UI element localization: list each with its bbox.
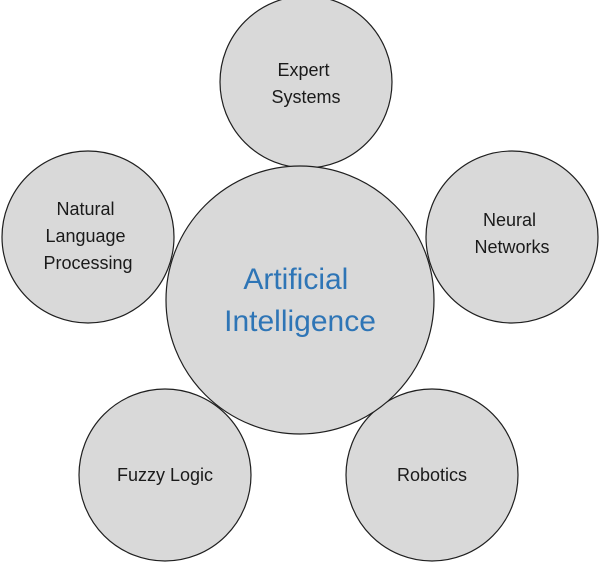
node-circle — [1, 150, 175, 324]
node-fuzzy-logic: Fuzzy Logic — [78, 388, 252, 562]
center-circle — [165, 165, 435, 435]
node-circle — [78, 388, 252, 562]
node-label-line: Fuzzy Logic — [117, 465, 213, 485]
center-label-line: Intelligence — [224, 305, 376, 338]
center-label: Artificial Intelligence — [224, 263, 376, 338]
node-label: Fuzzy Logic — [117, 465, 213, 485]
node-label-line: Neural — [483, 210, 536, 230]
node-circle — [425, 150, 599, 324]
node-expert-systems: Expert Systems — [219, 0, 393, 169]
node-robotics: Robotics — [345, 388, 519, 562]
center-label-line: Artificial — [243, 263, 348, 296]
node-label-line: Robotics — [397, 465, 467, 485]
node-label-line: Language — [45, 226, 125, 246]
node-neural-networks: Neural Networks — [425, 150, 599, 324]
node-label-line: Expert — [277, 60, 329, 80]
node-label-line: Networks — [474, 237, 549, 257]
node-label-line: Processing — [43, 253, 132, 273]
node-label: Natural Language Processing — [43, 199, 132, 273]
node-label: Expert Systems — [271, 60, 340, 107]
node-label-line: Systems — [271, 87, 340, 107]
node-label: Neural Networks — [474, 210, 549, 257]
node-circle — [345, 388, 519, 562]
node-label-line: Natural — [56, 199, 114, 219]
node-artificial-intelligence: Artificial Intelligence — [165, 165, 435, 435]
node-nlp: Natural Language Processing — [1, 150, 175, 324]
node-circle — [219, 0, 393, 169]
node-label: Robotics — [397, 465, 467, 485]
